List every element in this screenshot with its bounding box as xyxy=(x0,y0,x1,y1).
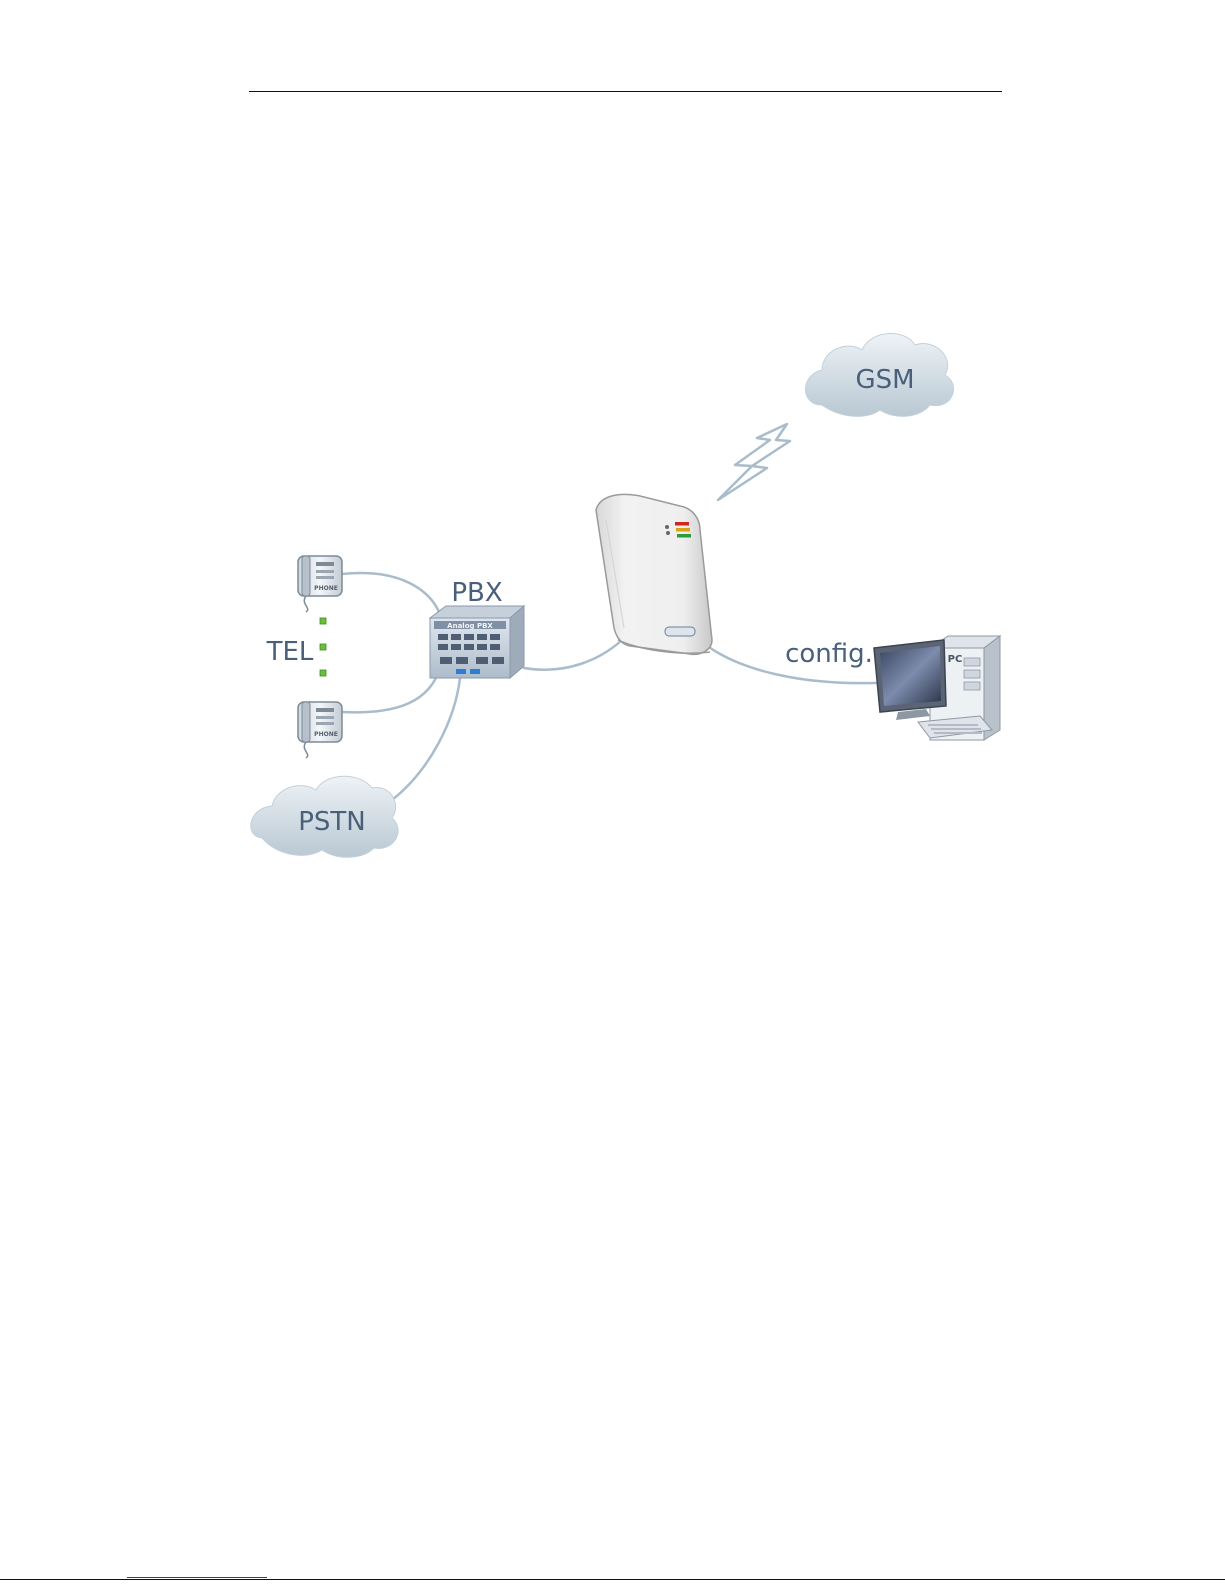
brand-badge xyxy=(665,627,695,636)
pbx-label: PBX xyxy=(451,578,502,608)
config-label: config. xyxy=(785,639,873,669)
gsm-cloud: GSM xyxy=(806,334,954,417)
pc: PC xyxy=(874,636,1000,740)
gsm-label: GSM xyxy=(855,365,914,395)
phone-bottom-label: PHONE xyxy=(314,731,338,738)
phone-top-label: PHONE xyxy=(314,585,338,592)
wire-phone-top-pbx xyxy=(342,573,440,614)
phone-bottom: PHONE xyxy=(298,702,342,758)
wire-phone-bottom-pbx xyxy=(342,668,440,712)
pstn-cloud: PSTN xyxy=(251,776,398,857)
wires xyxy=(342,573,876,800)
tel-label: TEL xyxy=(266,637,314,667)
wireless-signal-icon xyxy=(718,424,790,500)
analog-pbx-label: Analog PBX xyxy=(447,622,493,630)
tel-ellipsis xyxy=(320,618,326,676)
phone-top: PHONE xyxy=(298,556,342,612)
pbx: PBX Analog PBX xyxy=(430,578,524,678)
pstn-label: PSTN xyxy=(298,807,366,837)
wire-pbx-gateway xyxy=(524,640,622,670)
gsm-gateway xyxy=(596,494,712,654)
wire-pstn-pbx xyxy=(392,678,460,800)
footer-rule xyxy=(0,1579,1225,1580)
footer-link-underline xyxy=(127,1577,267,1578)
pc-badge: PC xyxy=(948,654,963,665)
